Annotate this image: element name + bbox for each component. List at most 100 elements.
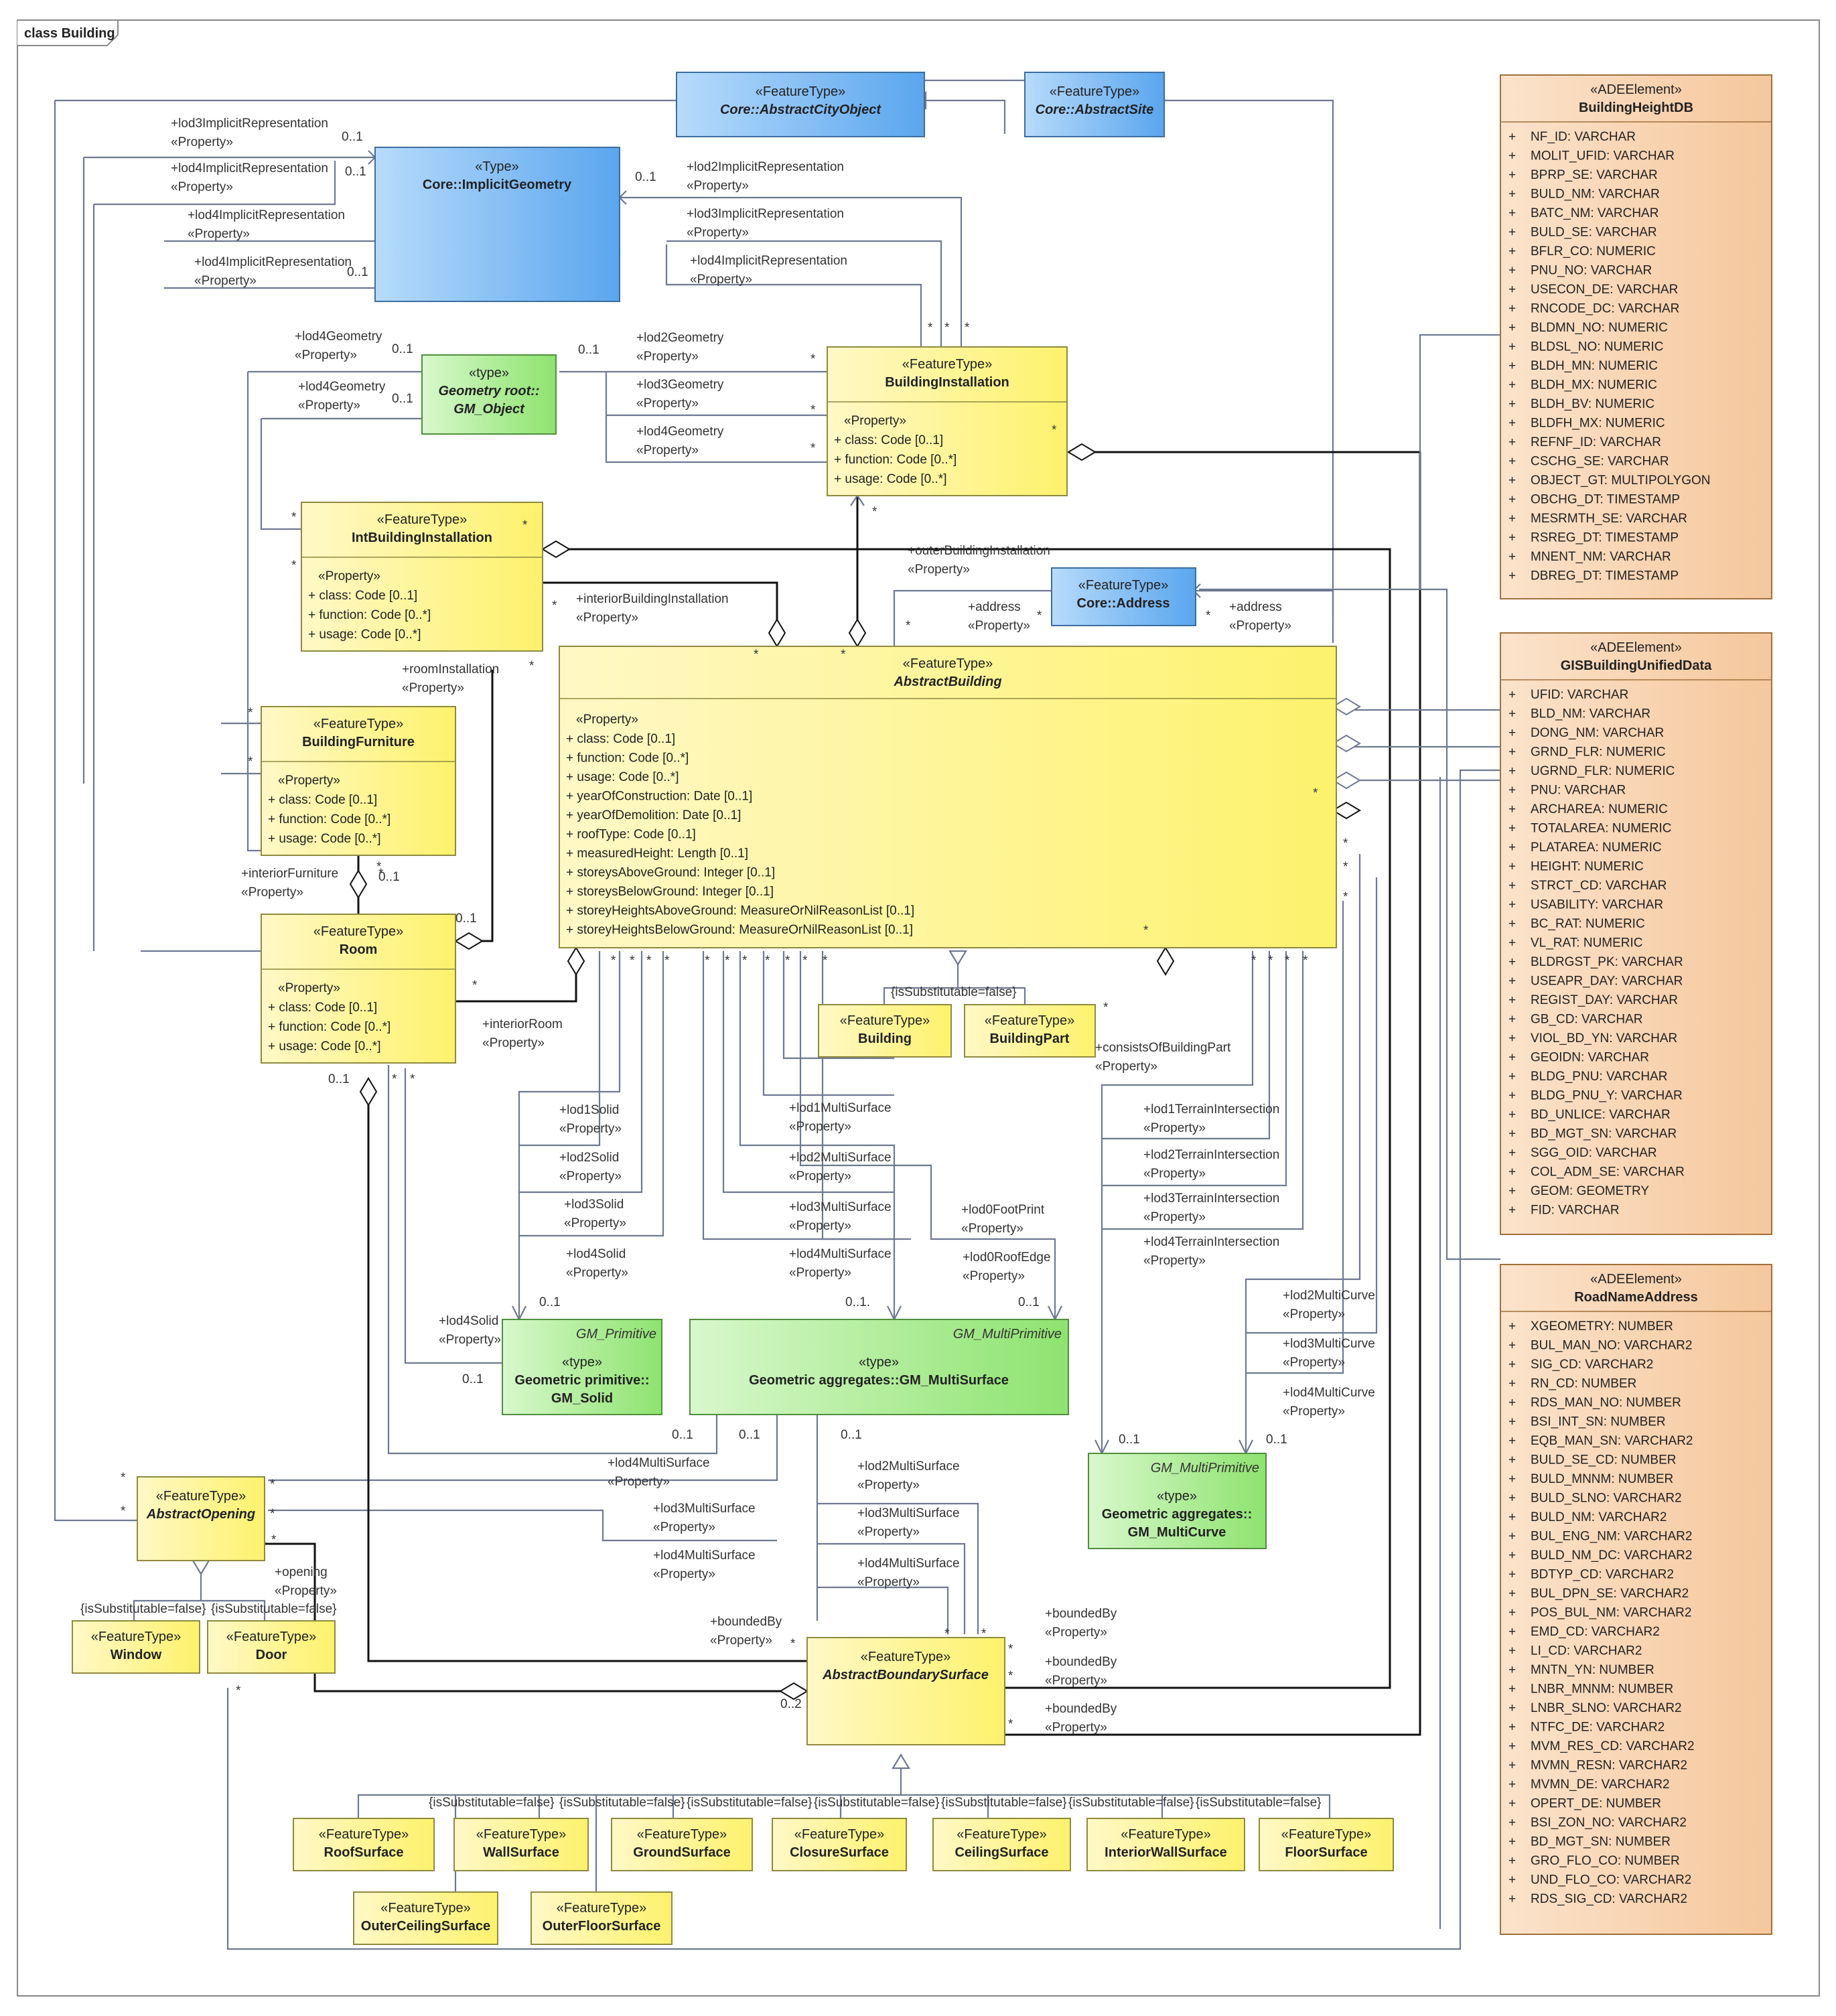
association-label: «Property»	[1143, 1254, 1206, 1268]
ade-attr-bullet: +	[1508, 1854, 1516, 1868]
property-section-label: «Property»	[318, 569, 380, 583]
association-label: «Property»	[1283, 1356, 1345, 1370]
ade-element-box[interactable]: «ADEElement»RoadNameAddress+XGEOMETRY: N…	[1500, 1264, 1772, 1935]
multiplicity: *	[742, 954, 748, 968]
association-label: «Property»	[1229, 619, 1291, 633]
ade-rect	[1500, 632, 1772, 1235]
class-name: AbstractOpening	[146, 1507, 255, 1522]
surface-class-box[interactable]: «FeatureType»CeilingSurface	[932, 1818, 1071, 1871]
substitutable-constraint: {isSubstitutable=false}	[559, 1796, 685, 1810]
stereotype-label: «ADEElement»	[1590, 82, 1682, 97]
multiplicity: *	[1343, 890, 1348, 904]
multiplicity: *	[754, 648, 759, 662]
ade-element-box[interactable]: «ADEElement»GISBuildingUnifiedData+UFID:…	[1500, 632, 1772, 1235]
association-label: +lod4ImplicitRepresentation	[194, 255, 352, 269]
building-box[interactable]: «FeatureType» Building	[818, 1004, 952, 1058]
ade-attribute: BLD_NM: VARCHAR	[1531, 707, 1650, 721]
stereotype-label: «FeatureType»	[1078, 578, 1169, 593]
association-label: +lod2Solid	[559, 1151, 619, 1165]
gm-multisurface-box[interactable]: GM_MultiPrimitive «type» Geometric aggre…	[689, 1319, 1069, 1415]
ade-attr-bullet: +	[1508, 764, 1516, 778]
abstract-building-box[interactable]: «FeatureType» AbstractBuilding «Property…	[559, 646, 1337, 948]
ade-attr-bullet: +	[1508, 244, 1516, 259]
ade-attr-bullet: +	[1508, 1816, 1516, 1830]
building-furniture-box[interactable]: «FeatureType» BuildingFurniture «Propert…	[261, 706, 456, 856]
ade-element-box[interactable]: «ADEElement»BuildingHeightDB+NF_ID: VARC…	[1500, 74, 1772, 599]
ade-attribute: EQB_MAN_SN: VARCHAR2	[1531, 1434, 1693, 1448]
surface-class-box[interactable]: «FeatureType»WallSurface	[453, 1818, 589, 1871]
attribute: + storeysBelowGround: Integer [0..1]	[566, 885, 774, 899]
abstract-site-box[interactable]: «FeatureType» Core::AbstractSite	[1024, 72, 1165, 137]
attribute: + function: Code [0..*]	[308, 608, 431, 622]
ade-attribute: MVMN_RESN: VARCHAR2	[1531, 1759, 1687, 1773]
ade-attribute: ARCHAREA: NUMERIC	[1531, 802, 1668, 816]
ade-attribute: XGEOMETRY: NUMBER	[1531, 1319, 1673, 1334]
association-label: +lod2MultiCurve	[1283, 1289, 1375, 1303]
surface-class-box[interactable]: «FeatureType»ClosureSurface	[772, 1818, 907, 1871]
multiplicity: *	[981, 1627, 987, 1641]
ade-attr-bullet: +	[1508, 1530, 1516, 1544]
association-label: +lod4ImplicitRepresentation	[188, 208, 345, 222]
association-label: +address	[1229, 600, 1282, 614]
int-building-installation-box[interactable]: «FeatureType» IntBuildingInstallation «P…	[301, 502, 543, 652]
multiplicity: *	[472, 979, 478, 993]
ade-attribute: GRND_FLR: NUMERIC	[1531, 745, 1666, 760]
stereotype-label: «FeatureType»	[557, 1901, 647, 1916]
door-box[interactable]: «FeatureType» Door	[207, 1620, 336, 1674]
multiplicity: *	[1313, 786, 1318, 800]
stereotype-label: «type»	[859, 1355, 899, 1370]
multiplicity: *	[236, 1684, 241, 1698]
association-label: «Property»	[171, 180, 233, 194]
building-part-box[interactable]: «FeatureType» BuildingPart	[964, 1004, 1096, 1058]
surface-class-box[interactable]: «FeatureType»OuterFloorSurface	[531, 1891, 673, 1945]
abstract-city-object-box[interactable]: «FeatureType» Core::AbstractCityObject	[676, 72, 925, 137]
multiplicity: 0..1	[539, 1295, 561, 1309]
ade-attribute: BLDG_PNU: VARCHAR	[1531, 1070, 1667, 1084]
multiplicity: *	[291, 510, 297, 524]
ade-attr-bullet: +	[1508, 302, 1516, 316]
room-box[interactable]: «FeatureType» Room «Property» + class: C…	[261, 914, 456, 1064]
ade-attribute: USEAPR_DAY: VARCHAR	[1531, 975, 1683, 989]
building-installation-box[interactable]: «FeatureType» BuildingInstallation «Prop…	[827, 346, 1068, 496]
attribute: + usage: Code [0..*]	[268, 832, 380, 846]
ade-attr-bullet: +	[1508, 688, 1516, 702]
class-name: GroundSurface	[633, 1845, 731, 1860]
ade-attribute: VIOL_BD_YN: VARCHAR	[1531, 1031, 1677, 1046]
multiplicity: *	[802, 954, 808, 968]
gm-object-box[interactable]: «type» Geometry root:: GM_Object	[421, 354, 557, 435]
surface-class-box[interactable]: «FeatureType»InteriorWallSurface	[1086, 1818, 1245, 1871]
association-label: +lod4ImplicitRepresentation	[690, 254, 847, 268]
attribute: + class: Code [0..1]	[268, 793, 377, 807]
surface-class-box[interactable]: «FeatureType»OuterCeilingSurface	[353, 1891, 498, 1945]
gm-solid-box[interactable]: GM_Primitive «type» Geometric primitive:…	[502, 1319, 662, 1415]
abstract-opening-box[interactable]: «FeatureType» AbstractOpening	[137, 1476, 265, 1561]
stereotype-label: «FeatureType»	[957, 1827, 1047, 1842]
substitutable-constraint: {isSubstitutable=false}	[211, 1602, 337, 1616]
address-box[interactable]: «FeatureType» Core::Address	[1051, 567, 1196, 626]
association-label: +lod4Solid	[566, 1247, 626, 1261]
surface-class-box[interactable]: «FeatureType»GroundSurface	[611, 1818, 753, 1871]
multiplicity: *	[248, 755, 253, 769]
association-label: «Property»	[241, 885, 303, 899]
surface-class-box[interactable]: «FeatureType»RoofSurface	[293, 1818, 435, 1871]
attribute: + storeyHeightsBelowGround: MeasureOrNil…	[566, 923, 913, 937]
ade-attr-bullet: +	[1508, 1358, 1516, 1372]
ade-attribute: BLDFH_MX: NUMERIC	[1531, 417, 1665, 431]
multiplicity: 0..1	[455, 912, 477, 926]
gm-header: GM_MultiPrimitive	[953, 1327, 1062, 1342]
abstract-boundary-surface-box[interactable]: «FeatureType» AbstractBoundarySurface	[806, 1637, 1005, 1745]
multiplicity: *	[944, 321, 950, 335]
association-label: «Property»	[188, 227, 250, 241]
window-box[interactable]: «FeatureType» Window	[72, 1620, 200, 1674]
surface-class-box[interactable]: «FeatureType»FloorSurface	[1259, 1818, 1394, 1871]
ade-attribute: BLDH_MX: NUMERIC	[1531, 378, 1657, 392]
association-label: +lod0FootPrint	[961, 1203, 1045, 1217]
ade-attribute: NTFC_DE: VARCHAR2	[1531, 1721, 1665, 1735]
ade-attribute: MNTN_YN: NUMBER	[1531, 1663, 1654, 1677]
ade-attribute: DBREG_DT: TIMESTAMP	[1531, 569, 1679, 583]
association-label: +outerBuildingInstallation	[908, 544, 1050, 558]
association-label: +interiorFurniture	[241, 867, 338, 881]
gm-multicurve-box[interactable]: GM_MultiPrimitive «type» Geometric aggre…	[1088, 1453, 1267, 1549]
ade-attribute: GEOM: GEOMETRY	[1531, 1184, 1649, 1198]
implicit-geometry-box[interactable]: «Type» Core::ImplicitGeometry	[374, 147, 620, 302]
